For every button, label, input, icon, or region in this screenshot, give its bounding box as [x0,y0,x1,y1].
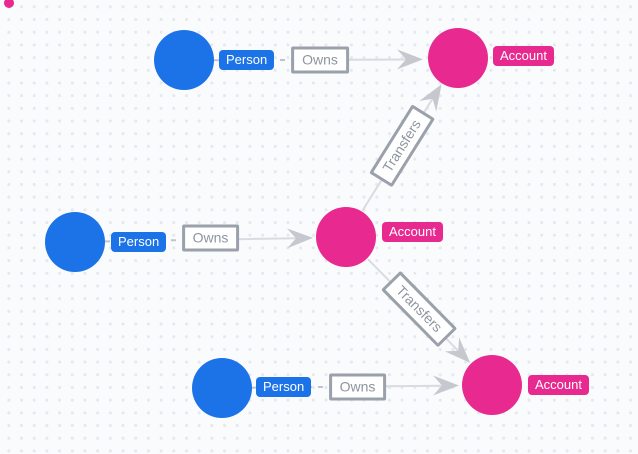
node-circle-account-middle[interactable] [316,207,376,267]
arrowhead-transfers-up [419,84,442,112]
node-badge-person-bottom[interactable]: Person [256,377,312,397]
relationship-label-owns-middle[interactable]: Owns [181,224,240,251]
node-circle-person-bottom[interactable] [192,358,252,418]
relationship-label-owns-top[interactable]: Owns [291,46,349,73]
node-circle-person-middle[interactable] [45,212,105,272]
arrowhead-owns-top [397,49,423,70]
partial-node-fragment [4,0,14,8]
node-circle-person-top[interactable] [154,30,214,90]
edge-line-owns-middle [237,237,299,241]
node-badge-person-top[interactable]: Person [219,50,275,70]
edge-line-owns-bottom [384,384,445,388]
arrowhead-transfers-down [444,337,471,363]
node-badge-account-bottom[interactable]: Account [528,375,589,395]
node-badge-account-middle[interactable]: Account [382,222,443,242]
relationship-label-owns-bottom[interactable]: Owns [328,373,387,401]
arrowhead-owns-bottom [433,375,459,396]
node-badge-account-top[interactable]: Account [493,46,554,66]
node-badge-person-middle[interactable]: Person [111,232,167,252]
arrowhead-owns-middle [286,228,313,249]
node-circle-account-bottom[interactable] [462,355,522,415]
node-circle-account-top[interactable] [428,28,488,88]
